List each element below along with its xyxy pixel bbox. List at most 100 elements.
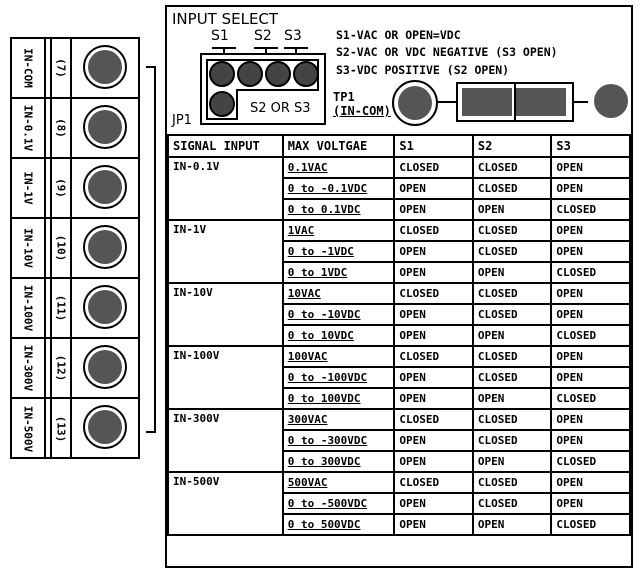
switch-s3-cell: OPEN (550, 219, 631, 242)
max-voltage-cell: 0 to 10VDC (281, 324, 396, 347)
header-s1: S1 (393, 134, 474, 158)
switch-s1-cell: OPEN (393, 177, 474, 200)
terminal-in-1v: IN-1V (9) (12, 159, 138, 219)
switch-s3-cell: CLOSED (550, 513, 631, 536)
terminal-number-cell: (13) (50, 399, 72, 459)
switch-label-s3: S3 (284, 28, 302, 44)
terminal-screw (83, 345, 127, 389)
terminal-screw (83, 105, 127, 149)
switch-s3-cell: OPEN (550, 408, 631, 431)
terminal-number: (9) (54, 178, 68, 198)
terminal-number: (7) (54, 58, 68, 78)
signal-input-cell: IN-10V (167, 282, 284, 347)
terminal-name: IN-100V (21, 284, 35, 332)
switch-s2-cell: CLOSED (471, 303, 553, 326)
max-voltage-cell: 1VAC (281, 219, 396, 242)
switch-s3-cell: CLOSED (550, 198, 631, 221)
terminal-number-cell: (11) (50, 279, 72, 337)
terminal-in-300v: IN-300V (12) (12, 339, 138, 399)
switch-s1-cell: CLOSED (393, 345, 474, 368)
test-point-sublabel: (IN-COM) (333, 104, 391, 118)
switch-s3-cell: CLOSED (550, 324, 631, 347)
terminal-in-100v: IN-100V (11) (12, 279, 138, 339)
switch-label-s2: S2 (254, 28, 272, 44)
max-voltage-cell: 0 to -1VDC (281, 240, 396, 263)
signal-input-cell: IN-500V (167, 471, 284, 536)
max-voltage-cell: 0 to -10VDC (281, 303, 396, 326)
switch-s3-cell: CLOSED (550, 387, 631, 410)
max-voltage-cell: 0 to 100VDC (281, 387, 396, 410)
terminal-in-com: IN-COM (7) (12, 39, 138, 99)
switch-s1-cell: CLOSED (393, 219, 474, 242)
switch-s2-cell: CLOSED (471, 156, 553, 179)
max-voltage-cell: 0 to -0.1VDC (281, 177, 396, 200)
switch-s2-cell: CLOSED (471, 282, 553, 305)
switch-s2-cell: CLOSED (471, 366, 553, 389)
jumper-pin (293, 61, 319, 87)
terminal-name-cell: IN-0.1V (12, 99, 46, 157)
terminal-name-cell: IN-COM (12, 39, 46, 97)
max-voltage-cell: 10VAC (281, 282, 396, 305)
max-voltage-cell: 0 to 300VDC (281, 450, 396, 473)
switch-s1-cell: CLOSED (393, 156, 474, 179)
switch-s1-cell: OPEN (393, 303, 474, 326)
max-voltage-cell: 500VAC (281, 471, 396, 494)
switch-s3-cell: OPEN (550, 345, 631, 368)
terminal-number-cell: (7) (50, 39, 72, 97)
max-voltage-cell: 0 to 500VDC (281, 513, 396, 536)
switch-s2-cell: CLOSED (471, 471, 553, 494)
input-select-board (165, 5, 633, 568)
switch-s2-cell: CLOSED (471, 177, 553, 200)
jumper-label: JP1 (172, 113, 192, 128)
legend-s3: S3-VDC POSITIVE (S2 OPEN) (336, 63, 510, 77)
signal-input-cell: IN-0.1V (167, 156, 284, 221)
terminal-name: IN-10V (21, 228, 35, 268)
terminal-in-500v: IN-500V(13) (12, 399, 138, 459)
switch-s2-cell: CLOSED (471, 408, 553, 431)
switch-s1-cell: OPEN (393, 492, 474, 515)
terminal-name-cell: IN-10V (12, 219, 46, 277)
terminal-name-cell: IN-100V (12, 279, 46, 337)
max-voltage-cell: 100VAC (281, 345, 396, 368)
switch-s1-cell: OPEN (393, 387, 474, 410)
terminal-name: IN-300V (21, 344, 35, 392)
connector-bracket (146, 66, 156, 433)
terminal-name: IN-1V (21, 171, 35, 205)
switch-s2-cell: OPEN (471, 324, 553, 347)
switch-s2-cell: OPEN (471, 198, 553, 221)
terminal-number-cell: (10) (50, 219, 72, 277)
terminal-number: (11) (54, 294, 68, 322)
header-s3: S3 (550, 134, 631, 158)
switch-s2-cell: OPEN (471, 261, 553, 284)
terminal-number-cell: (8) (50, 99, 72, 157)
switch-s3-cell: CLOSED (550, 450, 631, 473)
switch-s1-cell: OPEN (393, 198, 474, 221)
switch-s1-cell: OPEN (393, 324, 474, 347)
terminal-screw (83, 165, 127, 209)
terminal-screw (83, 405, 127, 449)
max-voltage-cell: 0.1VAC (281, 156, 396, 179)
switch-s3-cell: OPEN (550, 492, 631, 515)
terminal-name-cell: IN-500V (12, 399, 46, 459)
header-max-voltage: MAX VOLTGAE (281, 134, 396, 158)
max-voltage-cell: 0 to 0.1VDC (281, 198, 396, 221)
terminal-number: (12) (54, 354, 68, 382)
switch-s3-cell: OPEN (550, 366, 631, 389)
jumper-outline (206, 59, 319, 120)
signal-input-cell: IN-100V (167, 345, 284, 410)
switch-s3-cell: OPEN (550, 240, 631, 263)
terminal-screw (83, 285, 127, 329)
terminal-in-0_1v: IN-0.1V(8) (12, 99, 138, 159)
table-header-row: SIGNAL INPUT MAX VOLTGAE S1 S2 S3 (167, 134, 631, 158)
max-voltage-cell: 0 to -100VDC (281, 366, 396, 389)
max-voltage-cell: 0 to -300VDC (281, 429, 396, 452)
